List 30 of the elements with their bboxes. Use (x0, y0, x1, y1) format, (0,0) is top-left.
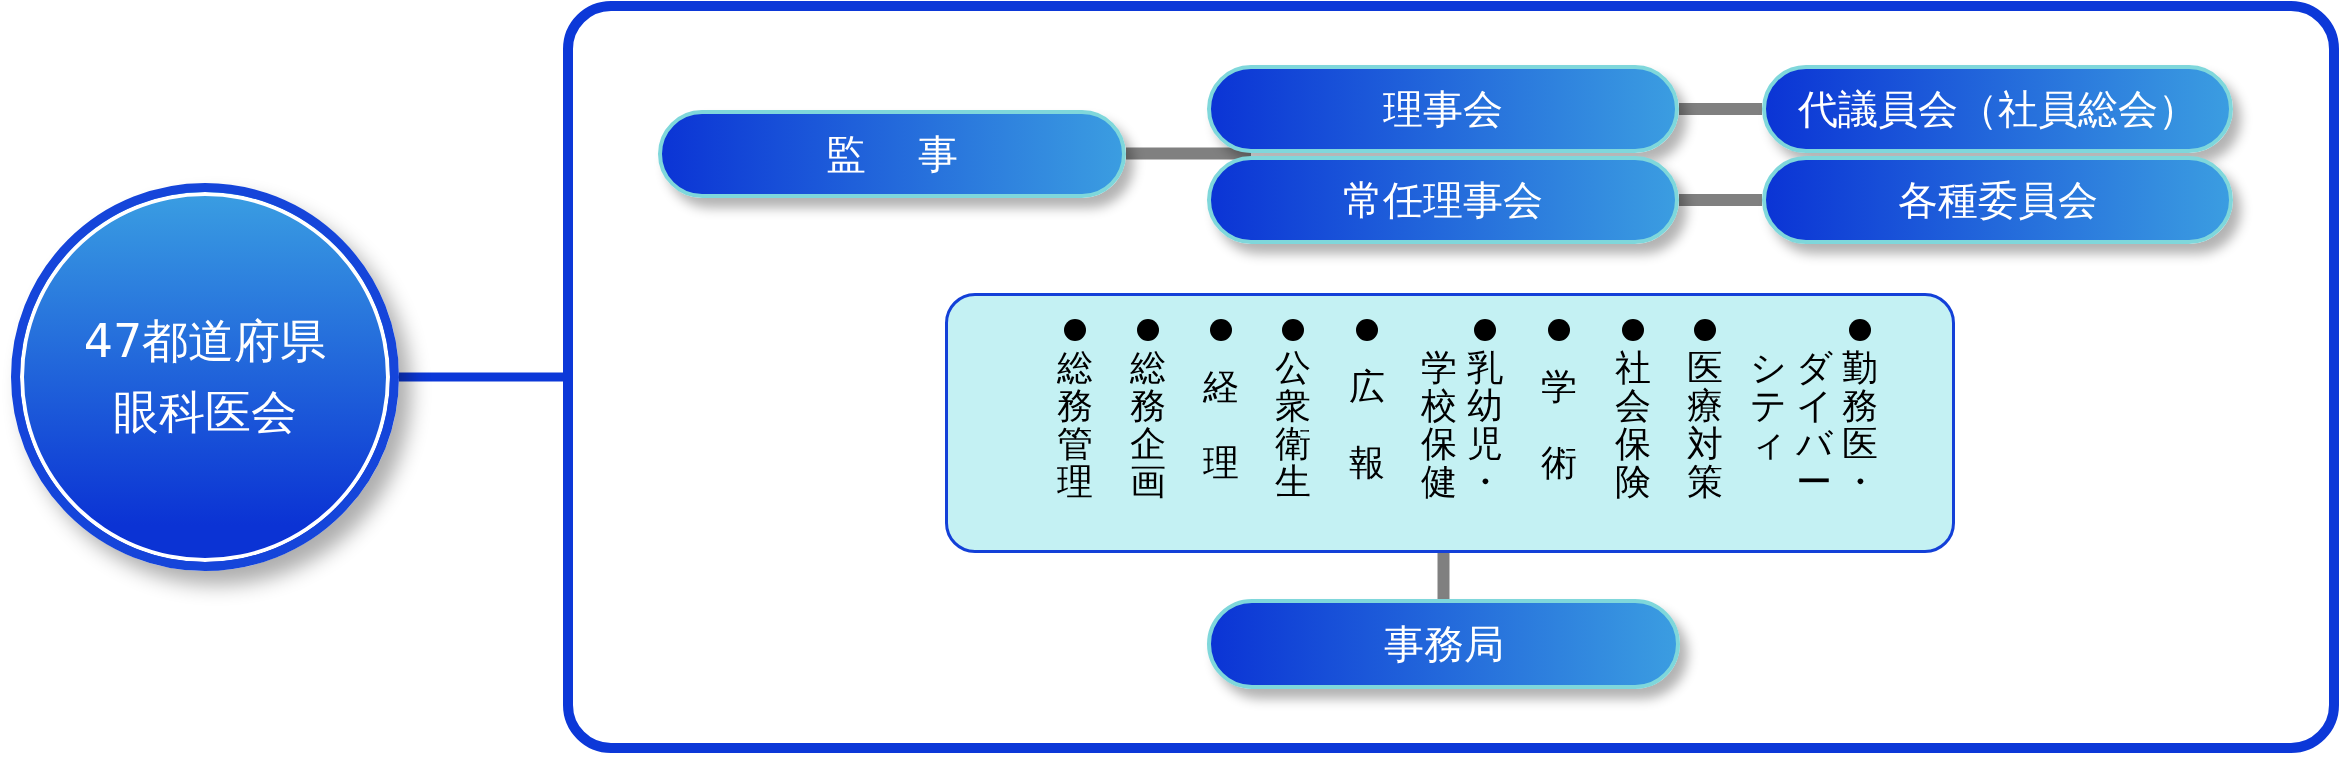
pill-box (1207, 156, 1679, 244)
department-label: 乳幼児・学校保健 (1420, 349, 1504, 501)
node-label: 事務局 (1383, 621, 1504, 667)
department-label: 広報 (1348, 365, 1386, 485)
connector-line (1679, 103, 1762, 115)
pill-box (1762, 65, 2233, 153)
department-label: 学術 (1540, 365, 1578, 485)
department-label: 総務企画 (1129, 349, 1167, 501)
node-label: 47都道府県眼科医会 (82, 312, 328, 441)
department-label: 公衆衛生 (1274, 349, 1312, 501)
node-label: 常任理事会 (1343, 177, 1543, 223)
list-panel (945, 293, 1955, 553)
node-label: 理事会 (1383, 86, 1503, 132)
connector-line (1126, 147, 1251, 160)
connector-line (399, 372, 563, 382)
department-label: 医療対策 (1686, 349, 1724, 501)
node-label: 代議員会（社員総会） (1797, 86, 2198, 132)
connector-line (1437, 553, 1450, 599)
pill-box (1762, 156, 2233, 244)
pill-box (1207, 599, 1680, 689)
pill-box (658, 110, 1126, 198)
connector-line (1679, 194, 1762, 206)
department-label: 社会保険 (1614, 349, 1652, 501)
department-label: 勤務医・ダイバーシティ (1749, 349, 1879, 501)
node-label: 監 事 (825, 131, 959, 177)
node-label: 各種委員会 (1897, 177, 2098, 223)
rounded-frame (563, 1, 2339, 753)
department-label: 総務管理 (1056, 349, 1094, 501)
pill-box (1207, 65, 1679, 153)
department-label: 経理 (1202, 365, 1240, 485)
